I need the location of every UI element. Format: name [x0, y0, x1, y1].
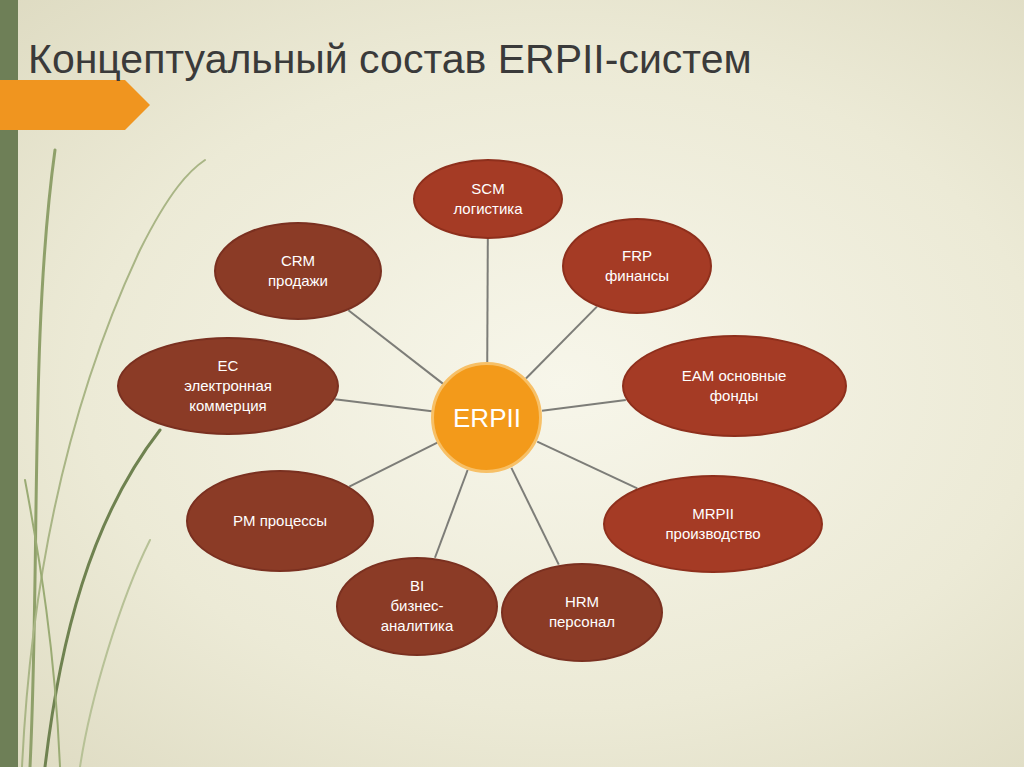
connector [435, 470, 468, 558]
grass [22, 150, 205, 767]
node-text: PM процессы [233, 511, 327, 531]
node-text: финансы [605, 266, 669, 286]
connector [335, 399, 432, 411]
node-text: ERPII [453, 403, 521, 433]
module-ellipse: FRPфинансы [562, 218, 712, 314]
connector [486, 239, 489, 362]
module-ellipse: BIбизнес-аналитика [336, 557, 498, 656]
module-ellipse: HRMперсонал [501, 563, 663, 662]
node-text: BI [410, 576, 424, 596]
node-text: производство [665, 524, 760, 544]
node-text: бизнес-аналитика [367, 596, 467, 636]
node-text: электронная коммерция [158, 376, 298, 416]
connector [511, 468, 558, 565]
center-circle: ERPII [431, 362, 542, 473]
module-ellipse: ECэлектронная коммерция [117, 337, 339, 435]
node-text: CRM [281, 251, 315, 271]
title-arrow [0, 80, 150, 130]
connector [537, 442, 637, 489]
node-text: продажи [268, 271, 328, 291]
connector [542, 400, 626, 411]
title: Концептуальный состав ERPII-систем [28, 36, 752, 83]
module-ellipse: PM процессы [186, 470, 374, 572]
module-ellipse: CRMпродажи [214, 222, 382, 320]
module-ellipse: MRPIIпроизводство [603, 475, 823, 573]
connector [526, 307, 597, 379]
node-text: логистика [453, 199, 522, 219]
node-text: EAM основные фонды [659, 366, 809, 406]
node-text: персонал [549, 612, 615, 632]
module-ellipse: SCMлогистика [413, 159, 563, 239]
module-ellipse: EAM основные фонды [622, 335, 847, 437]
node-text: SCM [471, 179, 504, 199]
connector [348, 310, 443, 384]
node-text: FRP [622, 246, 652, 266]
node-text: HRM [565, 592, 599, 612]
node-text: MRPII [692, 504, 734, 524]
connector [349, 443, 437, 487]
node-text: EC [218, 356, 239, 376]
